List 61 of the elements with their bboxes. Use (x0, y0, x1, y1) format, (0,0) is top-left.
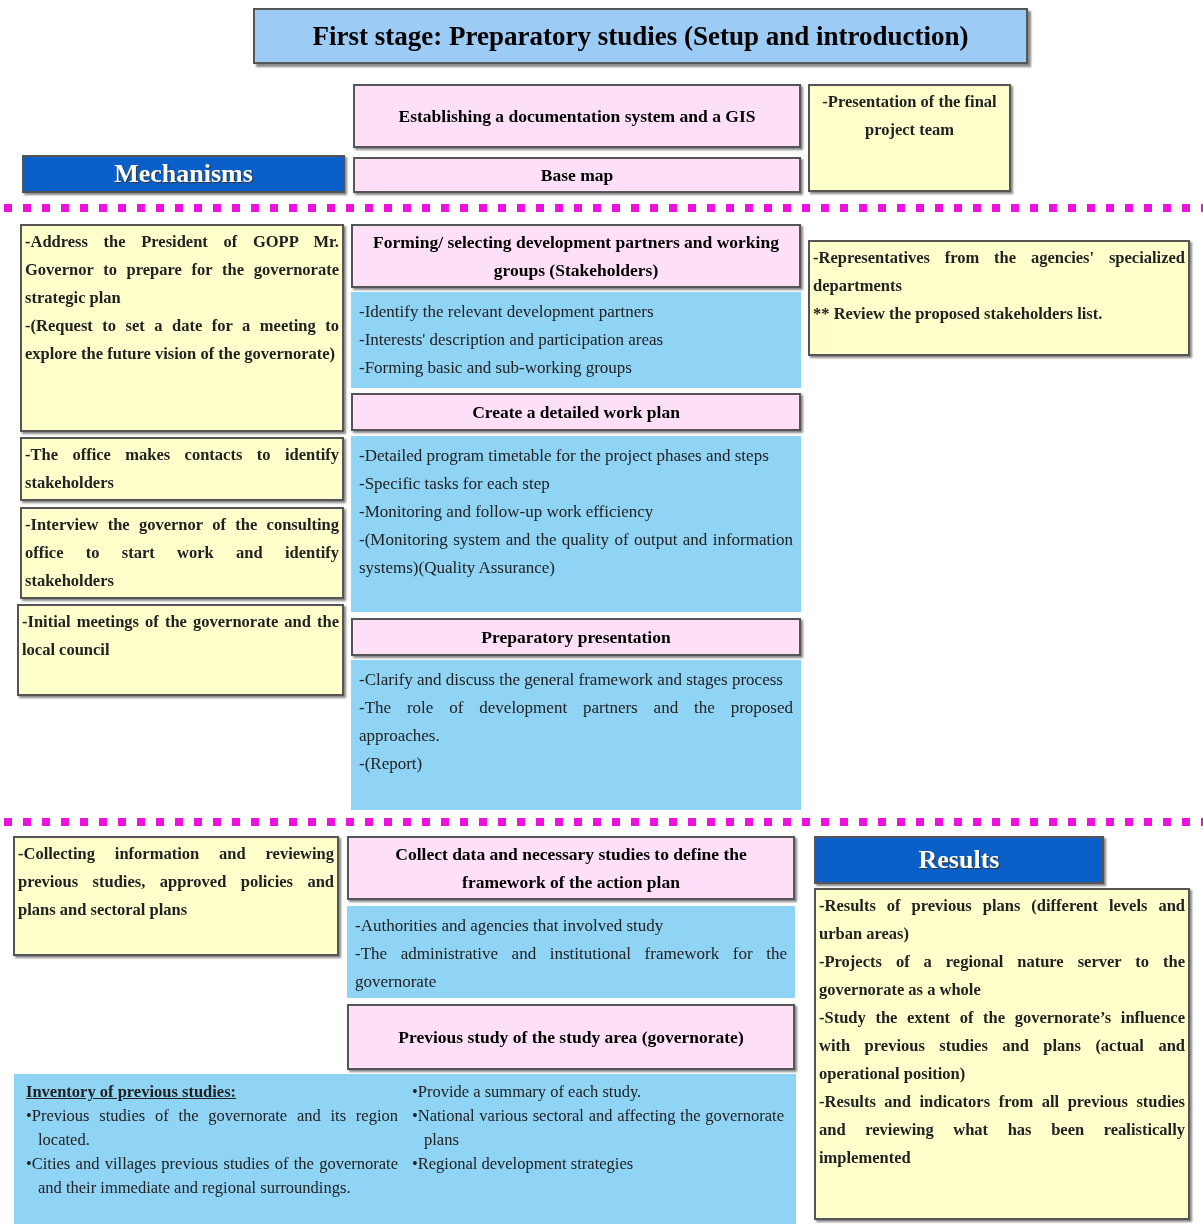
detail-text: -Identify the relevant development partners (359, 301, 655, 323)
result-text: -Results and indicators from all previous studies and reviewing what has been realistically implemented (819, 1091, 1185, 1169)
step-box (351, 393, 801, 431)
step-box (351, 224, 801, 288)
inventory-box (14, 1074, 796, 1224)
step-title: Create a detailed work plan (471, 401, 681, 424)
step-title: Preparatory presentation (480, 626, 672, 649)
section-header: Mechanisms (22, 155, 345, 193)
detail-box (351, 292, 801, 388)
mechanism-box (20, 507, 344, 599)
mechanism-box (20, 224, 344, 432)
detail-text: -Detailed program timetable for the project phases and steps (359, 445, 770, 467)
section-header: Results (814, 836, 1104, 884)
bullet-item: •Regional development strategies (412, 1153, 635, 1175)
detail-text: -(Report) (359, 753, 424, 775)
step-title: Base map (539, 164, 615, 187)
bullet-item: •Provide a summary of each study. (412, 1081, 643, 1103)
mechanism-text: -(Request to set a date for a meeting to explore the future vision of the governorate) (25, 315, 339, 365)
note-text: -Presentation of the final project team (821, 91, 998, 141)
list-heading: Inventory of previous studies: (26, 1081, 238, 1103)
result-text: -Study the extent of the governorate’s influence with previous studies and plans (actual and operational position) (819, 1007, 1185, 1085)
result-text: -Projects of a regional nature server to the governorate as a whole (819, 951, 1185, 1001)
step-title: Establishing a documentation system and a GIS (397, 105, 757, 128)
mechanism-text: -Initial meetings of the governorate and the local council (22, 611, 339, 661)
step-box (353, 157, 801, 193)
mechanism-box (20, 437, 344, 501)
bullet-item: •Cities and villages previous studies of the governorate and their immediate and regional surroundings. (26, 1153, 398, 1199)
detail-text: -Specific tasks for each step (359, 473, 551, 495)
detail-box (347, 906, 795, 998)
step-box (351, 618, 801, 656)
step-title: Forming/ selecting development partners and working groups (Stakeholders) (372, 231, 780, 282)
mechanism-text: -Collecting information and reviewing previous studies, approved policies and plans and sectoral plans (18, 843, 334, 921)
detail-text: -(Monitoring system and the quality of output and information systems)(Quality Assurance) (359, 529, 793, 579)
mechanism-text: -Interview the governor of the consulting office to start work and identify stakeholders (25, 514, 339, 592)
detail-text: -The role of development partners and the proposed approaches. (359, 697, 793, 747)
bullet-item: •Previous studies of the governorate and its region located. (26, 1105, 398, 1151)
step-box (353, 84, 801, 148)
note-box (808, 240, 1190, 356)
title-banner: First stage: Preparatory studies (Setup and introduction) (253, 8, 1028, 64)
detail-text: -Forming basic and sub-working groups (359, 357, 633, 379)
note-box (808, 84, 1011, 192)
step-title: Collect data and necessary studies to define the framework of the action plan (394, 843, 748, 894)
detail-text: -Authorities and agencies that involved study (355, 915, 665, 937)
result-text: -Results of previous plans (different levels and urban areas) (819, 895, 1185, 945)
mechanism-box (17, 604, 344, 696)
mechanism-text: -The office makes contacts to identify stakeholders (25, 444, 339, 494)
step-box (347, 1004, 795, 1070)
detail-text: -Interests' description and participation areas (359, 329, 665, 351)
bullet-item: •National various sectoral and affecting the governorate plans (412, 1105, 784, 1151)
mechanism-box (13, 836, 339, 956)
mechanism-text: -Address the President of GOPP Mr. Governor to prepare for the governorate strategic plan (25, 231, 339, 309)
detail-text: -Clarify and discuss the general framework and stages process (359, 669, 784, 691)
detail-box (351, 436, 801, 612)
step-title: Previous study of the study area (governorate) (397, 1026, 745, 1049)
note-text: ** Review the proposed stakeholders list. (813, 303, 1104, 325)
result-box (814, 888, 1190, 1220)
step-box (347, 836, 795, 900)
note-text: -Representatives from the agencies' specialized departments (813, 247, 1185, 297)
detail-text: -The administrative and institutional framework for the governorate (355, 943, 787, 993)
detail-box (351, 660, 801, 810)
detail-text: -Monitoring and follow-up work efficiency (359, 501, 655, 523)
